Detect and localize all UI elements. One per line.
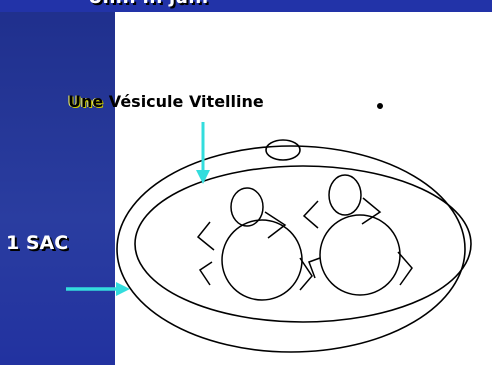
vesicule-label: Une Vésicule Vitelline	[68, 92, 264, 111]
sac-label: 1 SAC	[6, 232, 69, 254]
inner-sac-ellipse	[134, 165, 472, 323]
outer-sac-ellipse	[116, 145, 466, 353]
slide-title-fragment: Un... ... ju...	[88, 0, 209, 8]
embryo-left	[196, 187, 313, 301]
top-blue-band	[0, 0, 492, 12]
yolk-sac-oval	[265, 139, 301, 161]
bullet-dot	[377, 103, 383, 109]
arrow-down	[196, 122, 210, 184]
vesicule-label-rest: Vésicule Vitelline	[103, 92, 264, 111]
arrow-right	[66, 282, 130, 296]
vesicule-label-first-word: Une	[68, 92, 104, 111]
left-blue-band	[0, 0, 115, 365]
embryo-right	[302, 174, 413, 296]
